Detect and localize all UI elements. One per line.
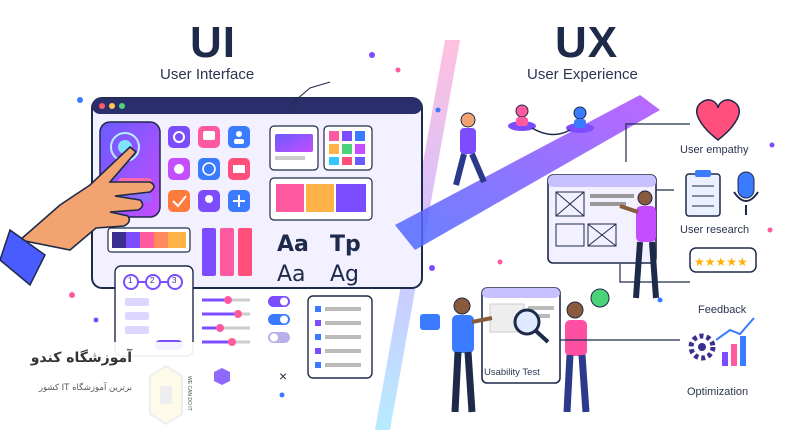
step-2: 2 [150, 276, 155, 285]
logo-badge-text: WE CAN DO IT [186, 376, 192, 411]
type-sample-a-bold: Aa [277, 232, 309, 257]
logo-title: آموزشگاه کندو [30, 350, 132, 366]
journey-path [395, 95, 660, 250]
magnifier-icon [513, 308, 541, 336]
tester-man [451, 297, 493, 413]
ui-subtitle: User Interface [160, 66, 255, 83]
star-icon: ★★★★★ [694, 255, 748, 269]
type-sample-a-regular: Aa [277, 262, 306, 287]
microphone-icon [733, 171, 759, 215]
label-user-empathy: User empathy [680, 144, 749, 156]
list-card [307, 295, 373, 379]
clipboard-icon [685, 170, 721, 217]
step-3: 3 [172, 276, 177, 285]
logo-card [10, 342, 200, 437]
slider-group [202, 296, 250, 346]
designer-person [619, 190, 659, 299]
hexagon-shape [214, 368, 230, 385]
label-optimization: Optimization [687, 386, 749, 398]
smile-icon [590, 288, 610, 308]
user-pins [508, 104, 594, 136]
ui-window [91, 97, 423, 289]
pointing-hand [0, 145, 155, 287]
close-icon: × [279, 368, 288, 384]
type-sample-ag: Ag [330, 262, 360, 287]
like-icon [420, 314, 440, 330]
growth-chart-icon [715, 317, 755, 341]
heart-icon [696, 99, 740, 141]
optimization-icons [688, 317, 755, 366]
logo-subtitle: برترین آموزشگاه IT کشور [38, 383, 132, 393]
stepper-card [114, 265, 194, 357]
step-1: 1 [128, 276, 133, 285]
usability-window [481, 287, 561, 384]
walking-person [453, 112, 487, 186]
label-user-research: User research [680, 224, 750, 236]
tester-woman [563, 301, 590, 413]
ux-title: UX [555, 18, 619, 67]
icon-grid [168, 126, 250, 212]
feedback-bubble: ★★★★★ [689, 247, 757, 273]
label-usability-test: Usability Test [484, 367, 540, 378]
ux-subtitle: User Experience [527, 66, 638, 83]
label-feedback: Feedback [698, 304, 747, 316]
type-sample-tp: Tp [330, 232, 361, 257]
toggle-group [268, 296, 290, 343]
ui-title: UI [190, 18, 236, 67]
